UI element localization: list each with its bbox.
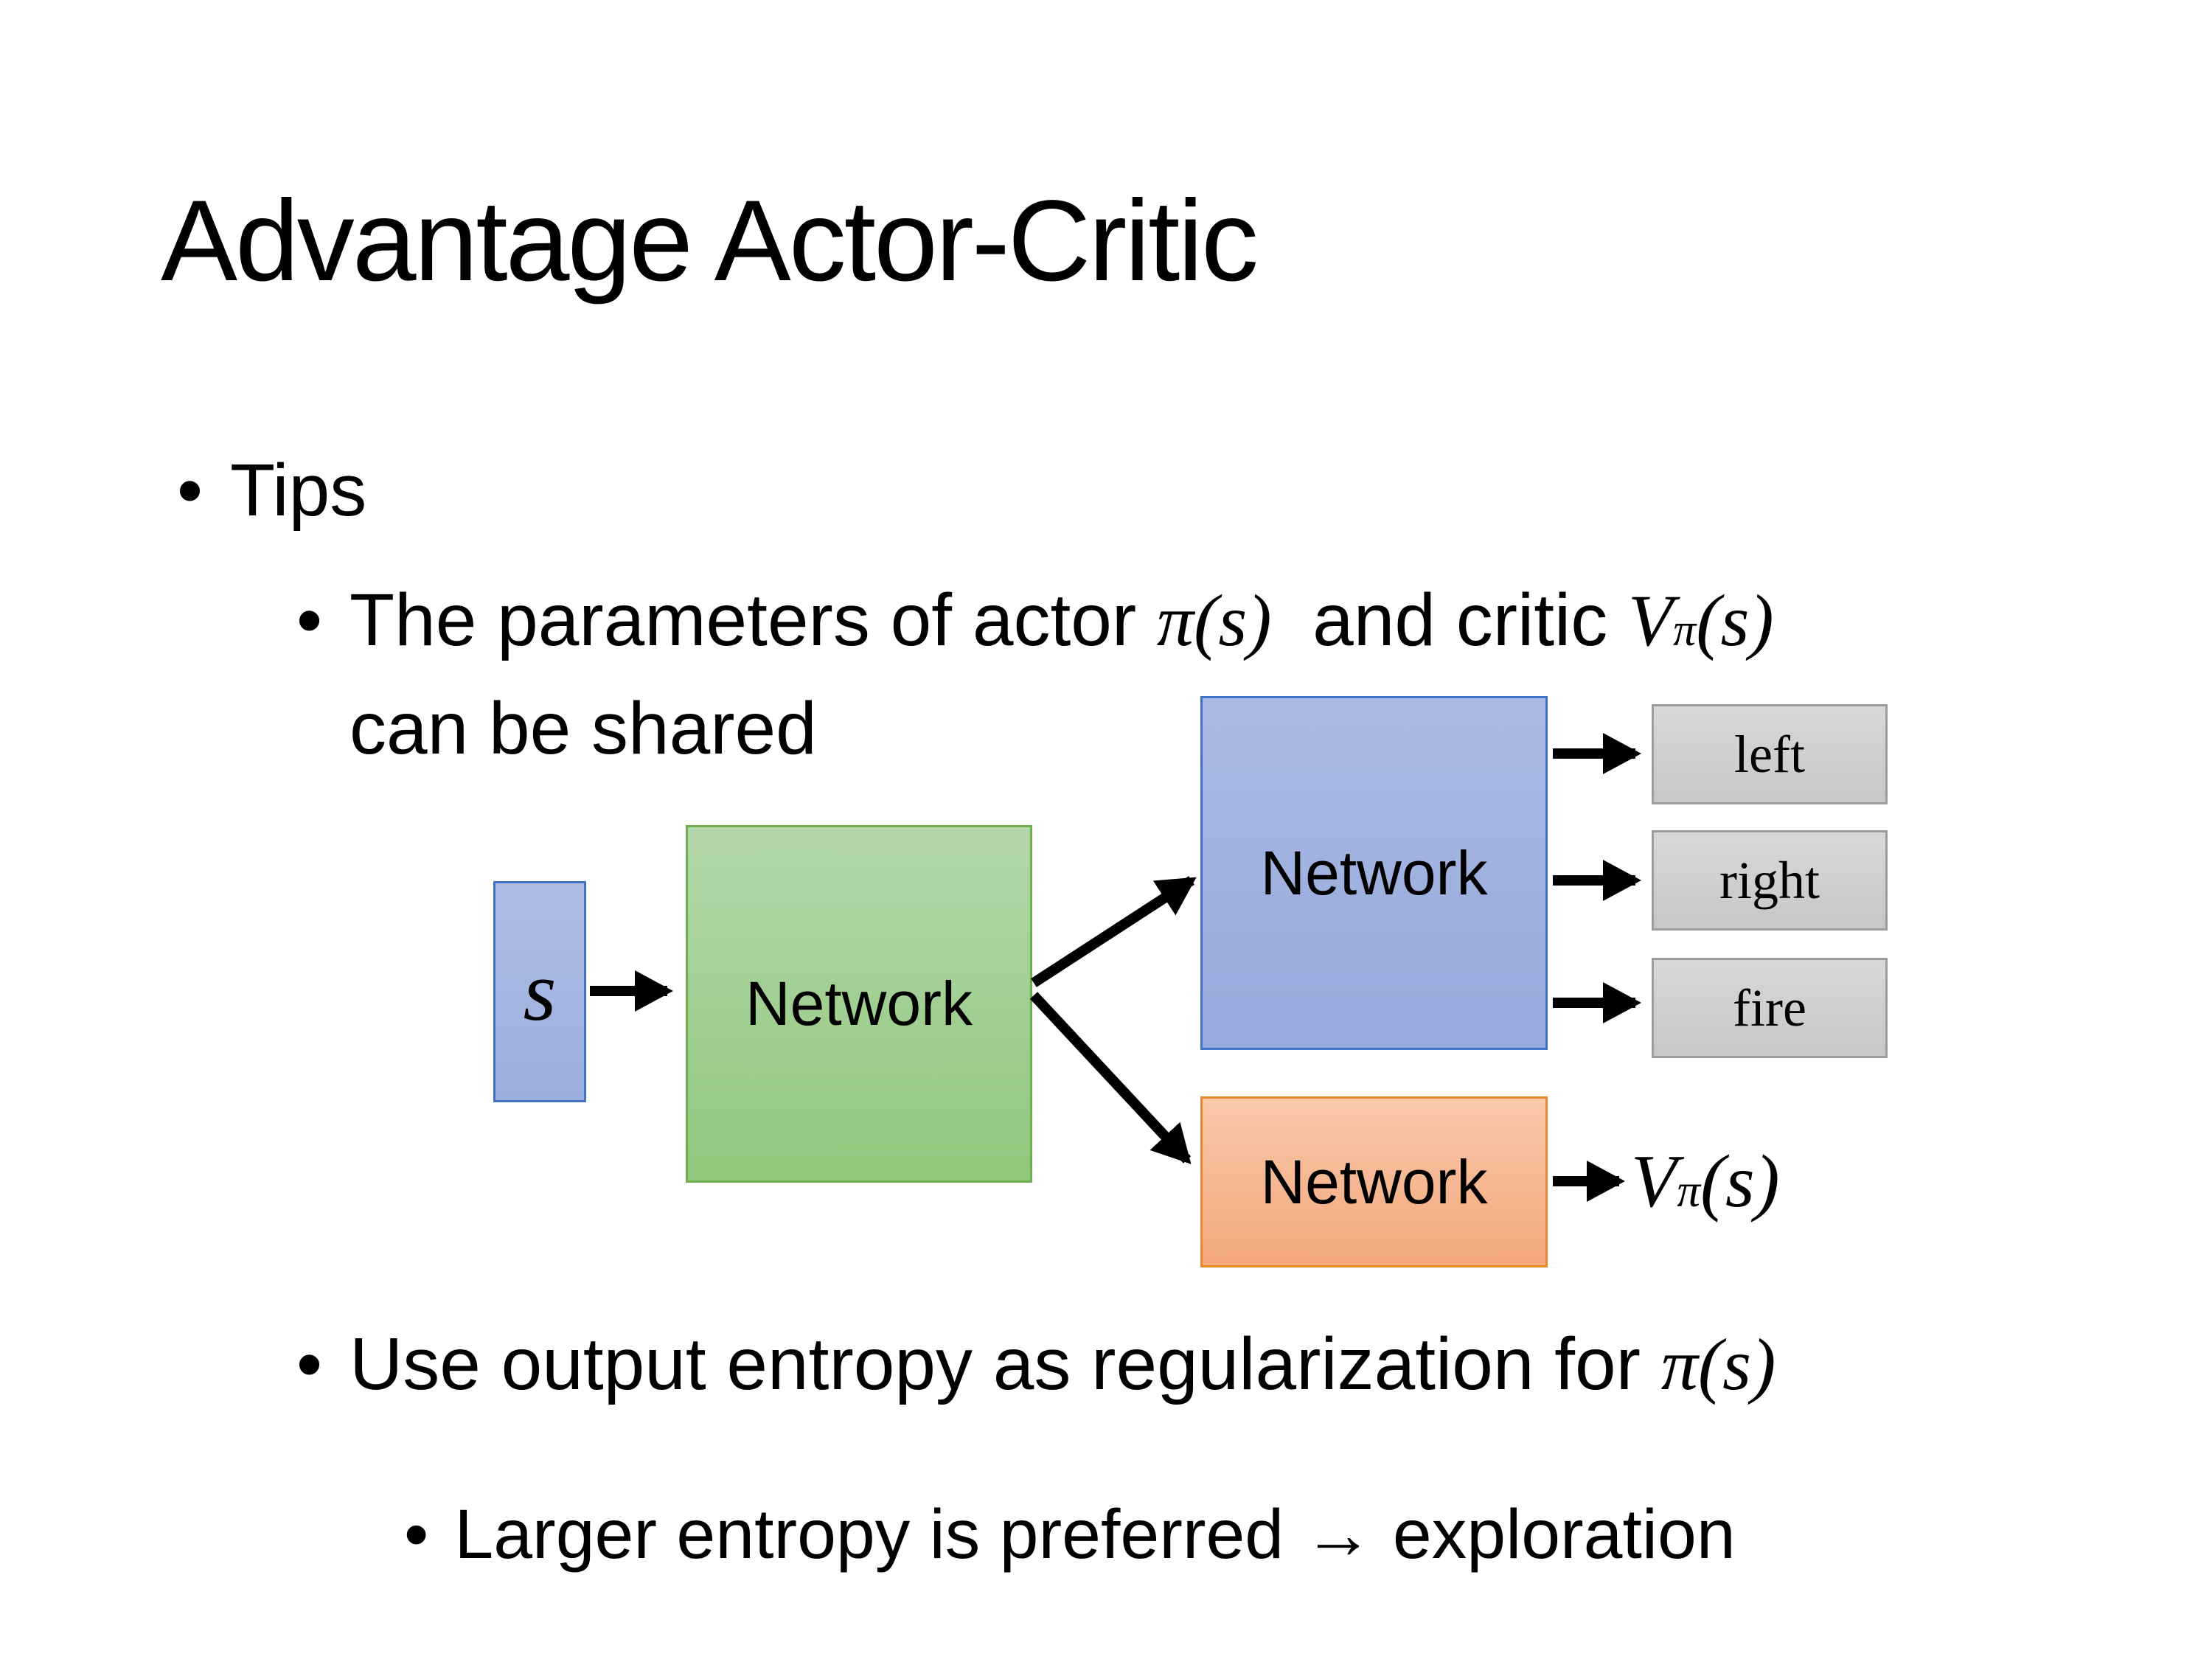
value-output-label: Vπ(s) (1631, 1133, 1780, 1231)
critic-value-superscript: π (1673, 605, 1697, 655)
bullet-dot: • (296, 579, 323, 661)
bullet-exploration-text: Larger entropy is preferred → exploratio… (454, 1495, 1736, 1573)
shared-network-label: Network (745, 969, 973, 1038)
critic-network-label: Network (1260, 1147, 1488, 1217)
actor-policy-math: π(s) (1156, 580, 1272, 661)
action-box-right: right (1652, 830, 1888, 931)
state-input-box: s (493, 881, 586, 1102)
bullet-entropy: • Use output entropy as regularization f… (296, 1318, 1775, 1411)
value-output-superscript: π (1677, 1165, 1700, 1217)
action-label-right: right (1719, 850, 1820, 910)
parameters-text-mid: and critic (1271, 579, 1629, 661)
value-output-base: V (1631, 1140, 1677, 1223)
entropy-text-before: Use output entropy as regularization for (349, 1323, 1661, 1405)
bullet-dot: • (177, 449, 204, 532)
critic-value-base: V (1628, 580, 1674, 661)
critic-value-math: Vπ(s) (1628, 580, 1774, 661)
action-box-left: left (1652, 704, 1888, 804)
bullet-dot: • (296, 1323, 323, 1405)
bullet-tips-text: Tips (230, 449, 367, 532)
bullet-exploration: • Larger entropy is preferred → explorat… (404, 1491, 1736, 1579)
value-output-args: (s) (1700, 1140, 1780, 1223)
slide-title: Advantage Actor-Critic (161, 177, 1259, 305)
critic-value-args: (s) (1696, 580, 1774, 661)
arrow-shared-to-critic (1029, 992, 1192, 1164)
entropy-policy-math: π(s) (1660, 1324, 1776, 1405)
bullet-tips: • Tips (177, 445, 366, 537)
bullet-parameters-text: The parameters of actor π(s) and critic … (349, 566, 1774, 783)
action-box-fire: fire (1652, 958, 1888, 1058)
bullet-dot: • (404, 1495, 429, 1573)
state-label: s (523, 945, 557, 1038)
arrow-shared-to-actor (1031, 876, 1197, 987)
critic-network-box: Network (1200, 1096, 1548, 1267)
actor-network-box: Network (1200, 696, 1548, 1050)
parameters-line2: can be shared (349, 687, 817, 770)
bullet-parameters: • The parameters of actor π(s) and criti… (296, 566, 1774, 783)
actor-network-label: Network (1260, 838, 1488, 908)
bullet-entropy-text: Use output entropy as regularization for… (349, 1318, 1775, 1411)
action-label-fire: fire (1733, 978, 1806, 1037)
shared-network-box: Network (686, 825, 1032, 1183)
action-label-left: left (1734, 724, 1805, 784)
parameters-text-before: The parameters of actor (349, 579, 1157, 661)
